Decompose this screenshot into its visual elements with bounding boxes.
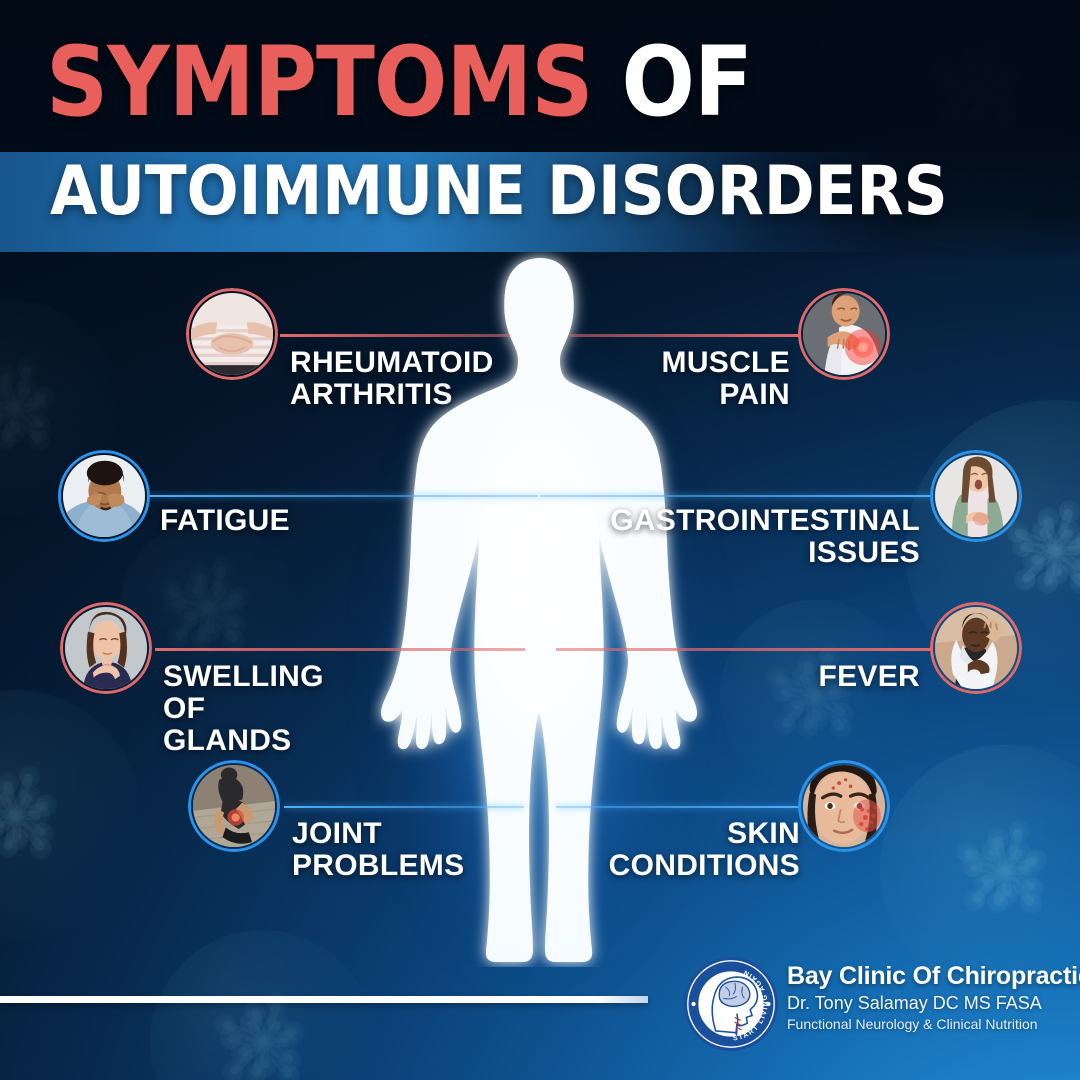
- symptom-image-rheumatoid-arthritis[interactable]: [186, 288, 278, 380]
- symptom-ring: [186, 288, 278, 380]
- page-title-line1: SYMPTOMS OF: [46, 34, 753, 130]
- symptom-ring: [58, 450, 150, 542]
- title-accent-word: SYMPTOMS: [46, 26, 593, 138]
- symptom-label: JOINT PROBLEMS: [292, 817, 465, 882]
- symptom-label: MUSCLE PAIN: [661, 346, 790, 411]
- clinic-specialty: Functional Neurology & Clinical Nutritio…: [787, 1015, 1038, 1032]
- symptom-image-gastrointestinal-issues[interactable]: [930, 450, 1022, 542]
- page-title-line2: AUTOIMMUNE DISORDERS: [50, 152, 948, 231]
- connector-line: [148, 495, 538, 497]
- symptom-ring: [188, 760, 280, 852]
- symptom-label: RHEUMATOID ARTHRITIS: [290, 346, 494, 411]
- brand-text: Bay Clinic Of Chiropractic Dr. Tony Sala…: [787, 962, 1080, 1033]
- symptom-image-fatigue[interactable]: [58, 450, 150, 542]
- symptom-ring: [930, 450, 1022, 542]
- connector-line: [556, 648, 932, 651]
- human-body-silhouette: [312, 224, 768, 1014]
- symptom-label: FATIGUE: [160, 504, 290, 537]
- symptom-image-joint-problems[interactable]: [188, 760, 280, 852]
- symptom-image-muscle-pain[interactable]: [798, 288, 890, 380]
- clinic-logo-icon: START LIVING AGAIN: [683, 956, 779, 1052]
- connector-line: [280, 334, 510, 337]
- connector-line: [155, 648, 525, 651]
- symptom-label: GASTROINTESTINAL ISSUES: [610, 504, 920, 569]
- doctor-name: Dr. Tony Salamay DC MS FASA: [787, 993, 1042, 1013]
- connector-line: [284, 806, 524, 808]
- clinic-name: Bay Clinic Of Chiropractic: [787, 962, 1080, 990]
- symptom-image-swelling-of-glands[interactable]: [60, 602, 152, 694]
- symptom-image-fever[interactable]: [930, 602, 1022, 694]
- symptom-ring: [930, 602, 1022, 694]
- symptom-ring: [798, 288, 890, 380]
- symptom-ring: [798, 760, 890, 852]
- body-silhouette-svg: [380, 258, 698, 962]
- symptom-image-skin-conditions[interactable]: [798, 760, 890, 852]
- brand-footer[interactable]: START LIVING AGAIN Bay Clinic Of Chiropr…: [683, 952, 1080, 1064]
- connector-line: [556, 806, 800, 808]
- header: SYMPTOMS OF AUTOIMMUNE DISORDERS: [0, 0, 1080, 262]
- connector-line: [540, 495, 932, 497]
- connector-line: [570, 334, 800, 337]
- symptom-ring: [60, 602, 152, 694]
- title-rest-word: OF: [592, 26, 753, 138]
- symptom-label: SKIN CONDITIONS: [608, 817, 800, 882]
- symptom-label: FEVER: [818, 660, 920, 693]
- symptom-label: SWELLING OF GLANDS: [163, 660, 324, 757]
- footer-divider: [0, 996, 648, 1003]
